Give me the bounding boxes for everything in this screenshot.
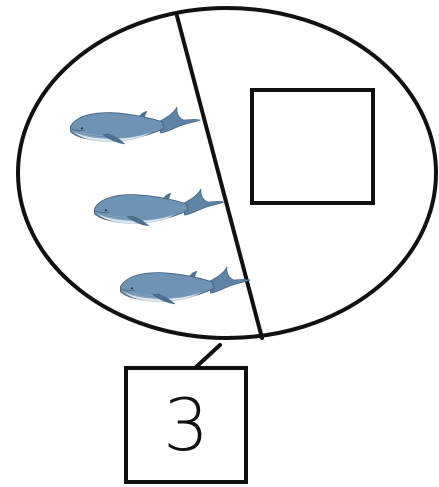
answer-box[interactable] [252,90,373,203]
whale-icon [120,267,250,304]
connector-line [195,345,220,368]
whale-icon [70,107,200,144]
total-box [126,368,246,482]
whale-icon [94,189,224,226]
